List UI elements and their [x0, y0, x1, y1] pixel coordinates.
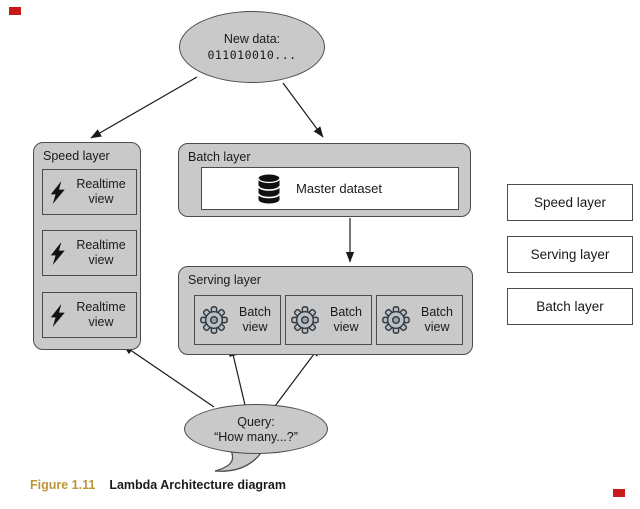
- realtime-view-label: Realtime view: [76, 300, 126, 329]
- arrow-newdata-to-batch-layer: [282, 82, 324, 138]
- legend-speed-layer: Speed layer: [507, 184, 633, 221]
- realtime-view-label: Realtime view: [76, 238, 126, 267]
- speed-layer-box: Speed layer Realtime view Realtime view …: [33, 142, 141, 350]
- legend-batch-layer: Batch layer: [507, 288, 633, 325]
- batch-view-box-1: Batch view: [194, 295, 281, 345]
- figure-number: Figure 1.11: [30, 478, 96, 492]
- batch-view-label: Batch view: [421, 305, 453, 334]
- new-data-node: New data: 011010010...: [179, 11, 325, 83]
- query-bubble: Query: “How many...?”: [184, 404, 328, 454]
- lightning-icon: [50, 241, 65, 265]
- gear-icon: [291, 306, 319, 334]
- speed-layer-title: Speed layer: [43, 149, 110, 163]
- realtime-view-label: Realtime view: [76, 177, 126, 206]
- gear-icon: [200, 306, 228, 334]
- batch-layer-box: Batch layer Master dataset: [178, 143, 471, 217]
- batch-view-box-2: Batch view: [285, 295, 372, 345]
- batch-view-box-3: Batch view: [376, 295, 463, 345]
- database-icon: [258, 174, 280, 203]
- query-text: “How many...?”: [214, 429, 298, 444]
- master-dataset-box: Master dataset: [201, 167, 459, 210]
- lightning-icon: [50, 303, 65, 327]
- lightning-icon: [50, 180, 65, 204]
- batch-layer-title: Batch layer: [188, 150, 251, 164]
- serving-layer-box: Serving layer Batch view: [178, 266, 473, 355]
- new-data-label: New data:: [223, 32, 281, 46]
- red-corner-marker-top-left: [9, 7, 21, 15]
- realtime-view-box-3: Realtime view: [42, 292, 137, 338]
- figure-caption: Figure 1.11 Lambda Architecture diagram: [30, 478, 286, 492]
- batch-view-label: Batch view: [239, 305, 271, 334]
- realtime-view-box-1: Realtime view: [42, 169, 137, 215]
- serving-layer-title: Serving layer: [188, 273, 261, 287]
- red-corner-marker-bottom-right: [613, 489, 625, 497]
- figure-title: Lambda Architecture diagram: [109, 478, 286, 492]
- arrow-newdata-to-speed-layer: [90, 76, 198, 139]
- batch-view-label: Batch view: [330, 305, 362, 334]
- query-label: Query:: [237, 414, 275, 429]
- arrow-query-to-batch-view-2: [274, 345, 321, 407]
- legend-serving-layer: Serving layer: [507, 236, 633, 273]
- realtime-view-box-2: Realtime view: [42, 230, 137, 276]
- master-dataset-label: Master dataset: [296, 181, 382, 196]
- gear-icon: [382, 306, 410, 334]
- new-data-bits: 011010010...: [207, 48, 297, 62]
